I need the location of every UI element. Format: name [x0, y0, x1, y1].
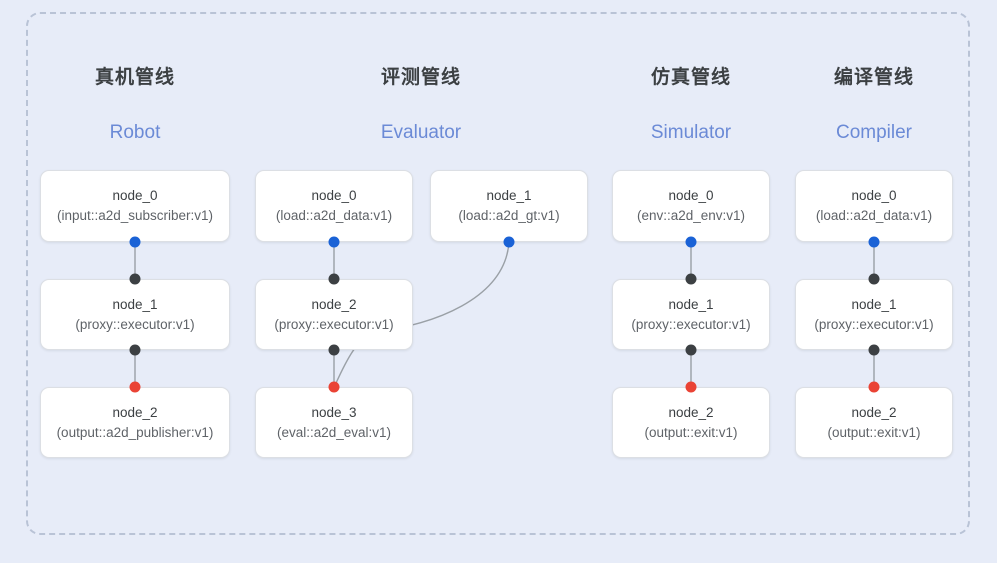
node-compiler-2-name: node_2	[851, 404, 897, 420]
diagram-frame	[26, 12, 970, 535]
column-title-cn-simulator: 仿真管线	[650, 67, 731, 88]
port-compiler-1-output[interactable]	[868, 344, 880, 356]
node-compiler-1[interactable]: node_1 (proxy::executor:v1)	[795, 279, 953, 350]
node-compiler-0[interactable]: node_0 (load::a2d_data:v1)	[795, 170, 953, 242]
port-compiler-2-input[interactable]	[868, 381, 880, 393]
node-robot-2-type: (output::a2d_publisher:v1)	[56, 424, 214, 440]
port-compiler-1-input[interactable]	[868, 273, 880, 285]
column-header-robot: 真机管线 Robot	[45, 62, 225, 144]
node-robot-2-name: node_2	[112, 404, 158, 420]
node-simulator-0-name: node_0	[668, 188, 714, 203]
node-simulator-2-name: node_2	[668, 404, 714, 420]
port-robot-1-input[interactable]	[129, 273, 141, 285]
column-title-en-robot: Robot	[109, 122, 161, 143]
node-evaluator-2[interactable]: node_2 (proxy::executor:v1)	[255, 279, 413, 350]
port-simulator-1-output[interactable]	[685, 344, 697, 356]
node-evaluator-1-name: node_1	[486, 188, 532, 203]
column-title-en-evaluator: Evaluator	[380, 122, 462, 143]
port-robot-1-output[interactable]	[129, 344, 141, 356]
node-robot-1-name: node_1	[112, 296, 158, 312]
node-compiler-2-type: (output::exit:v1)	[827, 424, 921, 440]
port-robot-0-output[interactable]	[129, 236, 141, 248]
node-simulator-0-type: (env::a2d_env:v1)	[636, 208, 746, 223]
node-robot-0-name: node_0	[112, 188, 158, 203]
port-compiler-0-output[interactable]	[868, 236, 880, 248]
node-compiler-0-name: node_0	[851, 188, 897, 203]
column-header-evaluator: 评测管线 Evaluator	[331, 62, 511, 144]
node-compiler-1-name: node_1	[851, 296, 897, 312]
node-robot-2[interactable]: node_2 (output::a2d_publisher:v1)	[40, 387, 230, 458]
node-compiler-2[interactable]: node_2 (output::exit:v1)	[795, 387, 953, 458]
column-title-cn-robot: 真机管线	[94, 67, 175, 88]
port-evaluator-2-output[interactable]	[328, 344, 340, 356]
node-simulator-2-type: (output::exit:v1)	[644, 424, 738, 440]
port-simulator-1-input[interactable]	[685, 273, 697, 285]
node-robot-1[interactable]: node_1 (proxy::executor:v1)	[40, 279, 230, 350]
node-robot-0[interactable]: node_0 (input::a2d_subscriber:v1)	[40, 170, 230, 242]
node-evaluator-0-name: node_0	[311, 188, 357, 203]
node-evaluator-2-type: (proxy::executor:v1)	[274, 316, 394, 332]
port-evaluator-1-output[interactable]	[503, 236, 515, 248]
node-simulator-1[interactable]: node_1 (proxy::executor:v1)	[612, 279, 770, 350]
node-compiler-1-type: (proxy::executor:v1)	[814, 316, 934, 332]
node-simulator-1-name: node_1	[668, 296, 714, 312]
port-evaluator-0-output[interactable]	[328, 236, 340, 248]
node-simulator-2[interactable]: node_2 (output::exit:v1)	[612, 387, 770, 458]
node-simulator-1-type: (proxy::executor:v1)	[631, 316, 751, 332]
port-evaluator-2-input[interactable]	[328, 273, 340, 285]
node-evaluator-0-type: (load::a2d_data:v1)	[275, 208, 393, 223]
column-title-en-compiler: Compiler	[835, 122, 913, 143]
column-title-cn-evaluator: 评测管线	[380, 67, 461, 88]
column-header-compiler: 编译管线 Compiler	[784, 62, 964, 144]
node-robot-0-type: (input::a2d_subscriber:v1)	[56, 208, 214, 223]
node-simulator-0[interactable]: node_0 (env::a2d_env:v1)	[612, 170, 770, 242]
column-title-en-simulator: Simulator	[650, 122, 732, 143]
port-simulator-0-output[interactable]	[685, 236, 697, 248]
node-evaluator-0[interactable]: node_0 (load::a2d_data:v1)	[255, 170, 413, 242]
node-evaluator-1[interactable]: node_1 (load::a2d_gt:v1)	[430, 170, 588, 242]
column-title-cn-compiler: 编译管线	[833, 67, 914, 88]
node-evaluator-1-type: (load::a2d_gt:v1)	[458, 208, 560, 223]
node-evaluator-3-type: (eval::a2d_eval:v1)	[276, 424, 392, 440]
port-simulator-2-input[interactable]	[685, 381, 697, 393]
port-robot-2-input[interactable]	[129, 381, 141, 393]
node-robot-1-type: (proxy::executor:v1)	[75, 316, 195, 332]
column-header-simulator: 仿真管线 Simulator	[601, 62, 781, 144]
node-evaluator-3[interactable]: node_3 (eval::a2d_eval:v1)	[255, 387, 413, 458]
port-evaluator-3-input[interactable]	[328, 381, 340, 393]
node-evaluator-3-name: node_3	[311, 404, 357, 420]
node-compiler-0-type: (load::a2d_data:v1)	[815, 208, 933, 223]
node-evaluator-2-name: node_2	[311, 296, 357, 312]
